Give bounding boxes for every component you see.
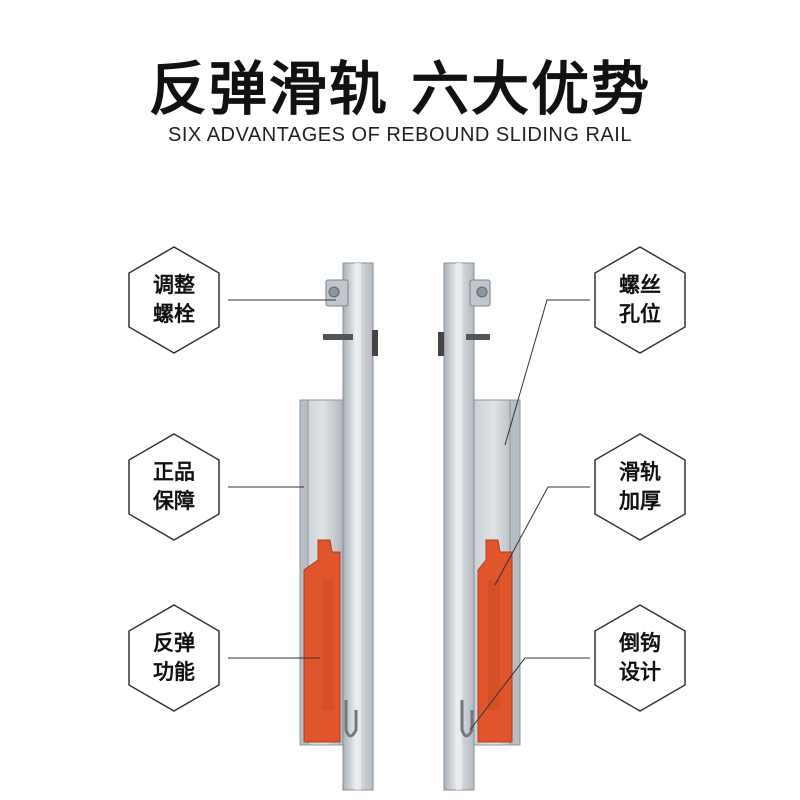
left-rebound-part [303, 539, 341, 743]
feature-label-line2: 螺栓 [153, 302, 195, 326]
feature-barb-design: 倒钩 设计 [592, 603, 688, 713]
feature-label-line1: 倒钩 [619, 631, 661, 655]
page-title: 反弹滑轨 六大优势 [148, 55, 652, 123]
feature-label-line2: 保障 [153, 489, 195, 513]
feature-thickened-rail: 滑轨 加厚 [592, 432, 688, 542]
hexagon-icon [594, 604, 686, 712]
feature-screw-holes: 螺丝 孔位 [592, 245, 688, 355]
hexagon-icon [594, 433, 686, 541]
right-rebound-part [477, 539, 513, 743]
hexagon-icon [594, 246, 686, 354]
page-subtitle: SIX ADVANTAGES OF REBOUND SLIDING RAIL [168, 124, 632, 146]
feature-label-line1: 螺丝 [619, 273, 661, 297]
leader-lines [228, 299, 590, 731]
adjustment-bolt [325, 279, 349, 307]
feature-label-line2: 孔位 [619, 302, 661, 326]
right-rail [438, 262, 521, 791]
feature-label-line2: 功能 [153, 660, 195, 684]
left-rail [299, 262, 378, 791]
feature-label-line1: 滑轨 [619, 460, 661, 484]
feature-genuine-guarantee: 正品 保障 [126, 432, 222, 542]
feature-label-line1: 正品 [153, 460, 195, 484]
screw-hole-bracket [469, 279, 491, 307]
feature-label-line2: 加厚 [619, 489, 661, 513]
hexagon-icon [128, 433, 220, 541]
hexagon-icon [128, 246, 220, 354]
feature-label-line1: 调整 [153, 273, 195, 297]
feature-adjust-bolt: 调整 螺栓 [126, 245, 222, 355]
feature-label-line1: 反弹 [153, 631, 195, 655]
feature-rebound-function: 反弹 功能 [126, 603, 222, 713]
hexagon-icon [128, 604, 220, 712]
feature-label-line2: 设计 [619, 660, 661, 684]
